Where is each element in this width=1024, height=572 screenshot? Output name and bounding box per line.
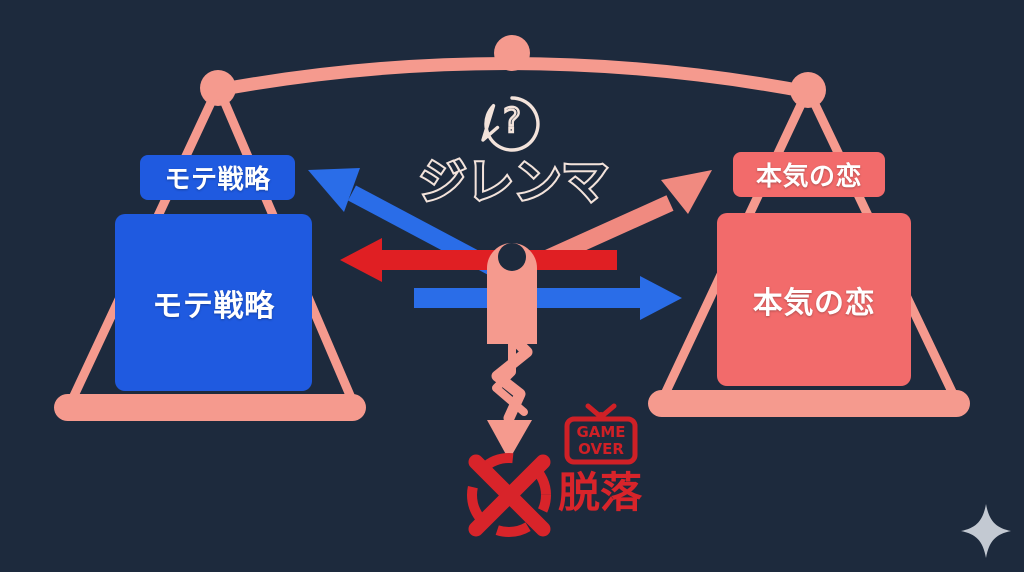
x-circle-icon — [467, 453, 551, 537]
scale-fulcrum-node — [494, 35, 530, 71]
game-over-tv-icon: GAME OVER — [564, 403, 638, 465]
question-bubble-icon: ? — [481, 96, 540, 152]
scale-left-pan — [54, 394, 366, 421]
arrow-down-zigzag — [487, 332, 533, 460]
four-point-sparkle-icon — [961, 504, 1011, 558]
dilemma-label: ジレンマ — [417, 153, 610, 212]
game-over-line2: OVER — [578, 440, 624, 458]
arrow-up-right-salmon — [544, 170, 712, 266]
right-pan-tag: 本気の恋 — [733, 152, 885, 197]
game-over-line1: GAME — [576, 423, 625, 441]
scale-left-pivot-node — [200, 70, 236, 106]
right-pan-box: 本気の恋 — [717, 213, 911, 386]
scale-right-pivot-node — [790, 72, 826, 108]
left-pan-box: モテ戦略 — [115, 214, 312, 391]
arrow-right-blue — [414, 276, 682, 320]
dropout-label: 脱落 — [558, 467, 643, 517]
scale-right-pan — [648, 390, 970, 417]
svg-text:?: ? — [503, 101, 521, 141]
left-pan-tag: モテ戦略 — [140, 155, 295, 200]
